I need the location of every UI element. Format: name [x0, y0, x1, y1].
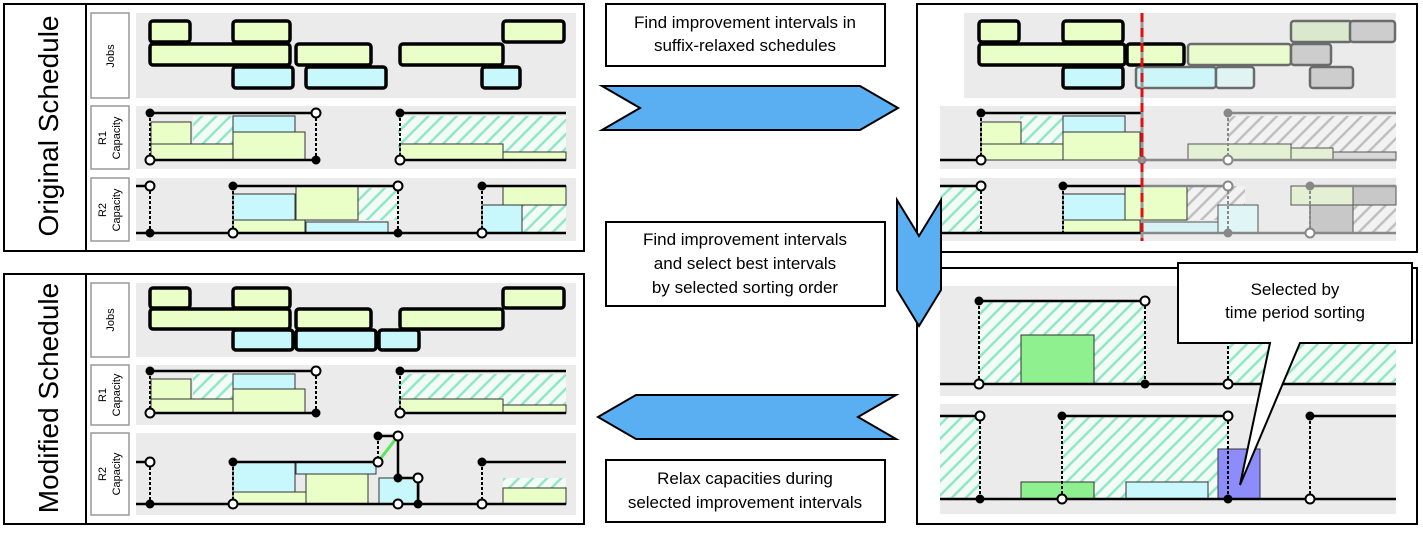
panel-title-original: Original Schedule [33, 15, 64, 236]
row-label-r1-capacity: Capacity [111, 373, 123, 416]
step-2-line-3: by selected sorting order [652, 278, 838, 297]
row-label-r2-capacity: Capacity [111, 188, 123, 231]
jobs-row [148, 286, 566, 352]
row-label-jobs: Jobs [105, 308, 117, 332]
row-label-r2: R2 [97, 467, 109, 481]
step-1-line-1: Find improvement intervals in [634, 13, 856, 32]
r1-capacity-row [144, 107, 567, 166]
step-3-line-2: selected improvement intervals [628, 493, 862, 512]
r1-capacity-row [940, 108, 1397, 166]
row-label-r1: R1 [97, 131, 109, 145]
r1-capacity-row [144, 365, 567, 419]
callout-line-2: time period sorting [1225, 303, 1365, 322]
r2-capacity-row [940, 180, 1397, 239]
callout-box [1177, 262, 1413, 486]
arrow-left [596, 394, 900, 440]
row-label-r1-capacity: Capacity [111, 116, 123, 159]
selected-interval [1217, 448, 1261, 500]
panel-original-schedule: Original Schedule Jobs R1 Capacity R2 Ca… [3, 3, 585, 252]
step-2-line-1: Find improvement intervals [643, 230, 847, 249]
row-label-jobs: Jobs [105, 44, 117, 68]
step-3-line-1: Relax capacities during [657, 469, 833, 488]
r2-capacity-row [136, 430, 567, 510]
panel-improvement-intervals: Selected by time period sorting [916, 262, 1418, 525]
arrow-down [896, 196, 942, 328]
panel-title-modified: Modified Schedule [33, 283, 64, 513]
jobs-row [148, 19, 566, 90]
arrow-right [598, 85, 900, 131]
panel-suffix-relaxed [916, 3, 1418, 253]
row-label-r2: R2 [97, 203, 109, 217]
step-box-3: Relax capacities during selected improve… [605, 459, 886, 523]
jobs-row-relaxed [1134, 19, 1397, 90]
step-box-2: Find improvement intervals and select be… [605, 221, 886, 307]
step-2-line-2: and select best intervals [654, 254, 836, 273]
step-box-1: Find improvement intervals in suffix-rel… [605, 3, 886, 67]
step-1-line-2: suffix-relaxed schedules [654, 36, 836, 55]
panel-modified-schedule: Modified Schedule Jobs R1 Capacity R2 Ca… [3, 273, 585, 525]
row-label-r1: R1 [97, 388, 109, 402]
row-label-r2-capacity: Capacity [111, 452, 123, 495]
r2-capacity-row [136, 180, 567, 239]
callout-line-1: Selected by [1251, 280, 1340, 299]
